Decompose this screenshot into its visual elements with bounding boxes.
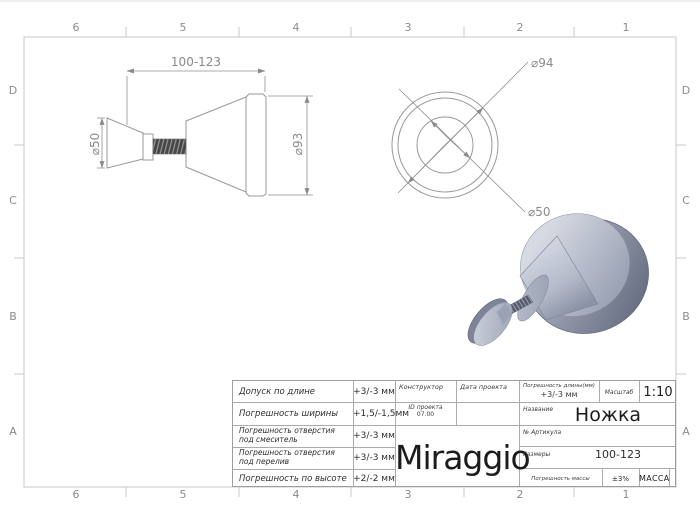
project-id-label: ID проекта [408,404,443,411]
project-id-value: 07.00 [416,411,435,418]
zone-row-right-A: A [682,425,690,438]
zone-row-left-A: A [9,425,17,438]
length-tolerance-label: Погрешность длины(мм) [523,383,595,389]
cone-face [517,274,549,322]
zone-column-bottom-4: 4 [292,488,300,501]
zone-column-top-3: 3 [404,21,412,34]
brand-logo: Miraggio [395,438,531,477]
tolerance-row-label: Погрешность по высоте [239,474,347,484]
length-tolerance-value: +3/-3 мм [540,390,578,399]
zone-column-bottom-1: 1 [622,488,630,501]
tolerance-row-value: +3/-3 мм [353,387,395,397]
tolerance-row-value: +3/-3 мм [353,431,395,441]
zone-column-top-6: 6 [72,21,80,34]
project-date-label: Дата проекта [460,383,507,391]
sheet-frame [14,27,686,497]
dimensions-value: 100-123 [595,448,641,461]
zone-row-right-D: D [681,84,691,97]
mid-circle [397,97,493,193]
cone-outline [185,96,247,193]
dimensions-label: Размеры [523,451,551,458]
zone-row-right-B: B [682,310,690,323]
foot-outline [106,117,144,169]
inner-diameter-label: ⌀50 [528,205,551,219]
mass-label: МАССА [639,474,670,483]
tolerance-row-label: Погрешность отверстия под смеситель [239,426,335,444]
constructor-label: Конструктор [399,383,443,391]
zone-row-left-B: B [9,310,17,323]
tolerance-row-value: +1,5/-1,5мм [353,409,410,419]
foot-taper [497,304,512,325]
top-view: ⌀94 ⌀50 [391,56,554,219]
zone-column-top-5: 5 [179,21,187,34]
tolerance-row-label: Погрешность ширины [239,409,339,419]
zone-column-top-4: 4 [292,21,300,34]
scale-label: Масштаб [604,389,634,396]
title-block: Допуск по длине +3/-3 мм Погрешность шир… [232,380,676,487]
zone-row-left-C: C [9,194,17,207]
mass-tolerance-label: Погрешность массы [531,476,590,482]
zone-column-bottom-5: 5 [179,488,187,501]
article-label: № Артикула [523,429,562,436]
zone-column-bottom-2: 2 [516,488,524,501]
zone-row-left-D: D [8,84,18,97]
threaded-rod [152,138,187,155]
name-value: Ножка [574,404,642,426]
zone-column-bottom-3: 3 [404,488,412,501]
inner-circle [416,116,474,174]
scale-value: 1:10 [643,385,673,400]
render-3d [467,213,649,346]
tolerance-row-value: +2/-2 мм [353,474,395,484]
base-diameter-label: ⌀93 [291,133,305,156]
zone-column-bottom-6: 6 [72,488,80,501]
zone-column-top-2: 2 [516,21,524,34]
tolerance-row-value: +3/-3 мм [353,453,395,463]
nut-outline [142,133,154,161]
foot-diameter-label: ⌀50 [88,133,102,156]
zone-column-top-1: 1 [622,21,630,34]
zone-row-right-C: C [682,194,690,207]
tolerance-row-label: Допуск по длине [239,387,316,397]
length-dimension-label: 100-123 [171,55,221,69]
mass-tolerance-value: ±3% [612,475,629,483]
name-label: Название [523,406,554,413]
side-view: 100-123 ⌀50 ⌀93 [88,55,313,197]
base-disc-outline [245,93,267,197]
tolerance-row-label: Погрешность отверстия под перелив [239,448,335,466]
outer-circle [391,91,499,199]
outer-diameter-label: ⌀94 [531,56,554,70]
